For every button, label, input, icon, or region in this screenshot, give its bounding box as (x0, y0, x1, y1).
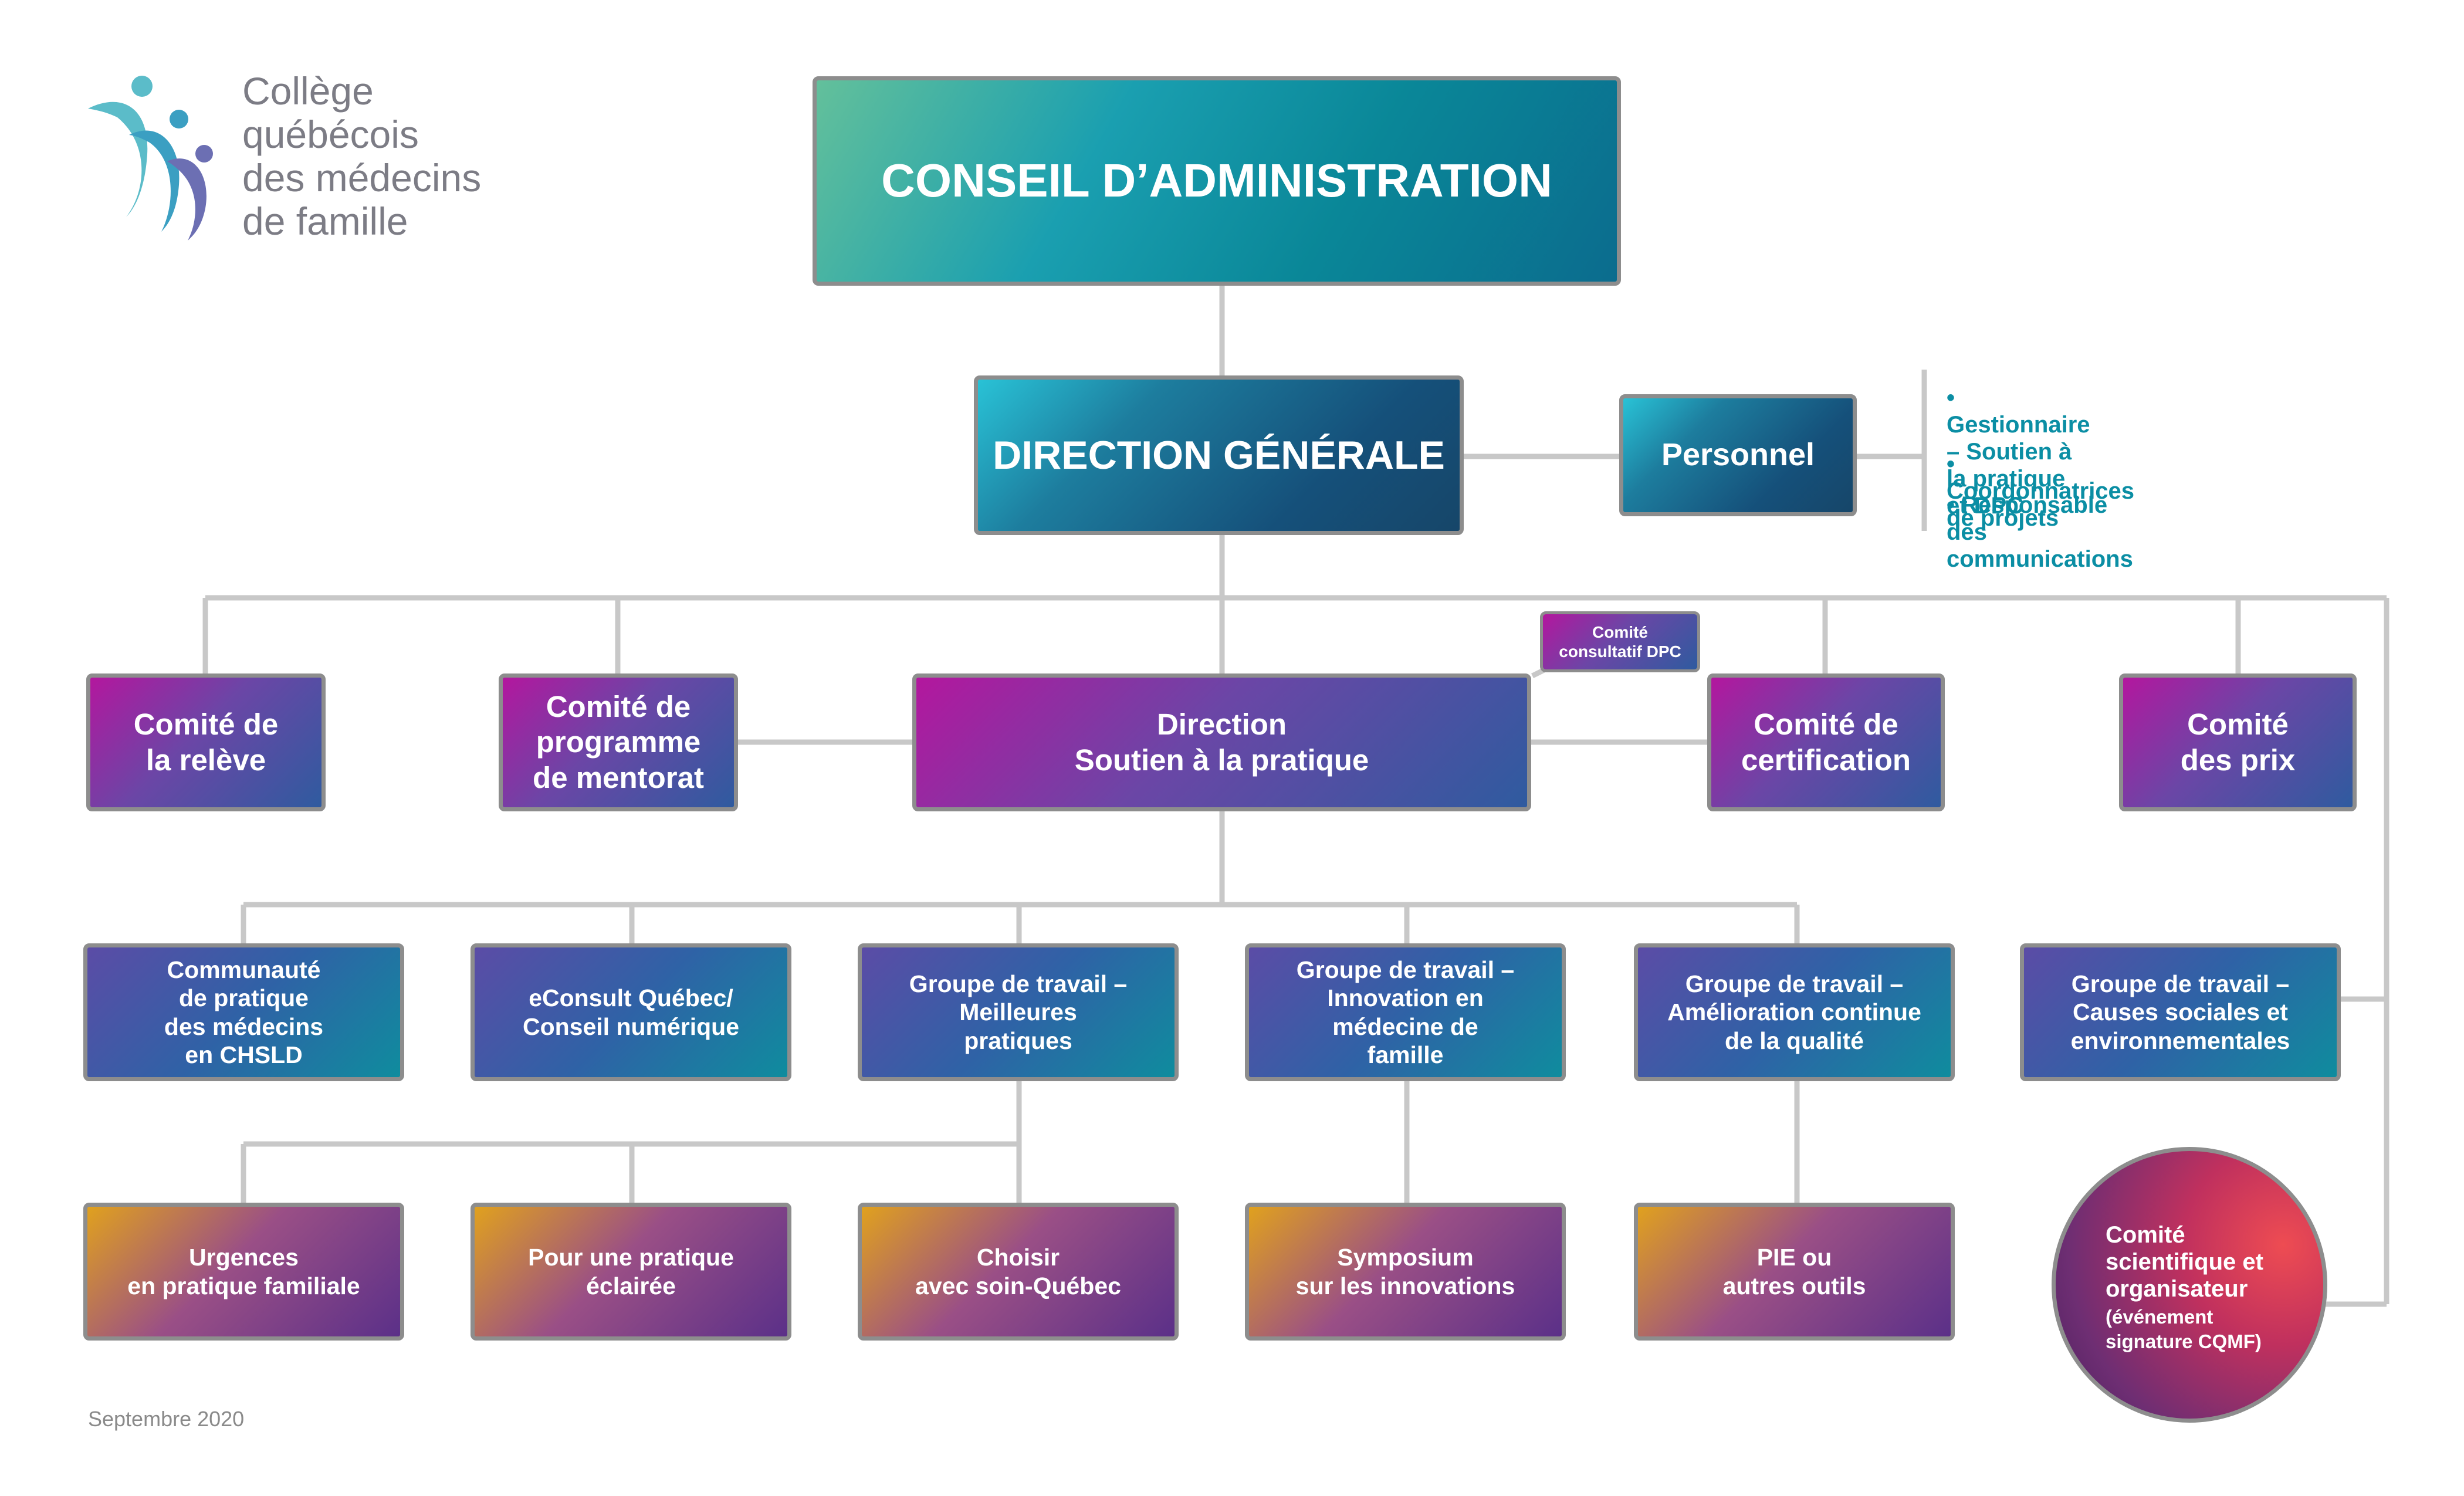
comite-prix-box: Comité des prix (2119, 673, 2357, 811)
comite-scientifique-subtitle: (événement signature CQMF) (2106, 1306, 2262, 1352)
footer-date: Septembre 2020 (88, 1407, 245, 1431)
comite-consultatif-dpc-box: Comité consultatif DPC (1540, 611, 1700, 672)
comite-releve-box: Comité de la relève (86, 673, 326, 811)
work-group-causes-sociales-box: Groupe de travail – Causes sociales et e… (2020, 943, 2341, 1081)
board-box: CONSEIL D’ADMINISTRATION (813, 76, 1621, 286)
comite-mentorat-box: Comité de programme de mentorat (499, 673, 738, 811)
direction-generale-box: DIRECTION GÉNÉRALE (974, 375, 1464, 535)
work-group-innovation-box: Groupe de travail – Innovation en médeci… (1245, 943, 1566, 1081)
project-urgences-box: Urgences en pratique familiale (83, 1203, 404, 1341)
project-pie-box: PIE ou autres outils (1634, 1203, 1955, 1341)
work-group-chsld-box: Communauté de pratique des médecins en C… (83, 943, 404, 1081)
personnel-box: Personnel (1619, 394, 1857, 516)
personnel-item-gestionnaire: • Gestionnaire – Soutien à la pratique e… (1947, 385, 2090, 519)
logo-text: Collège québécois des médecins de famill… (242, 69, 482, 243)
project-symposium-box: Symposium sur les innovations (1245, 1203, 1566, 1341)
project-choisir-avec-soin-box: Choisir avec soin-Québec (858, 1203, 1179, 1341)
comite-certification-box: Comité de certification (1707, 673, 1945, 811)
work-group-meilleures-pratiques-box: Groupe de travail – Meilleures pratiques (858, 943, 1179, 1081)
work-group-econsult-box: eConsult Québec/ Conseil numérique (471, 943, 791, 1081)
personnel-item-communications: • Responsable des communications (1947, 492, 2133, 572)
project-pratique-eclairee-box: Pour une pratique éclairée (471, 1203, 791, 1341)
comite-scientifique-circle: Comité scientifique et organisateur (évé… (2052, 1147, 2327, 1423)
direction-soutien-box: Direction Soutien à la pratique (912, 673, 1531, 811)
work-group-qualite-box: Groupe de travail – Amélioration continu… (1634, 943, 1955, 1081)
personnel-item-coordonnatrices: • Coordonnatrices de projets (1947, 451, 2135, 531)
logo-figures-icon (88, 76, 213, 241)
comite-scientifique-title: Comité scientifique et organisateur (2106, 1222, 2263, 1302)
